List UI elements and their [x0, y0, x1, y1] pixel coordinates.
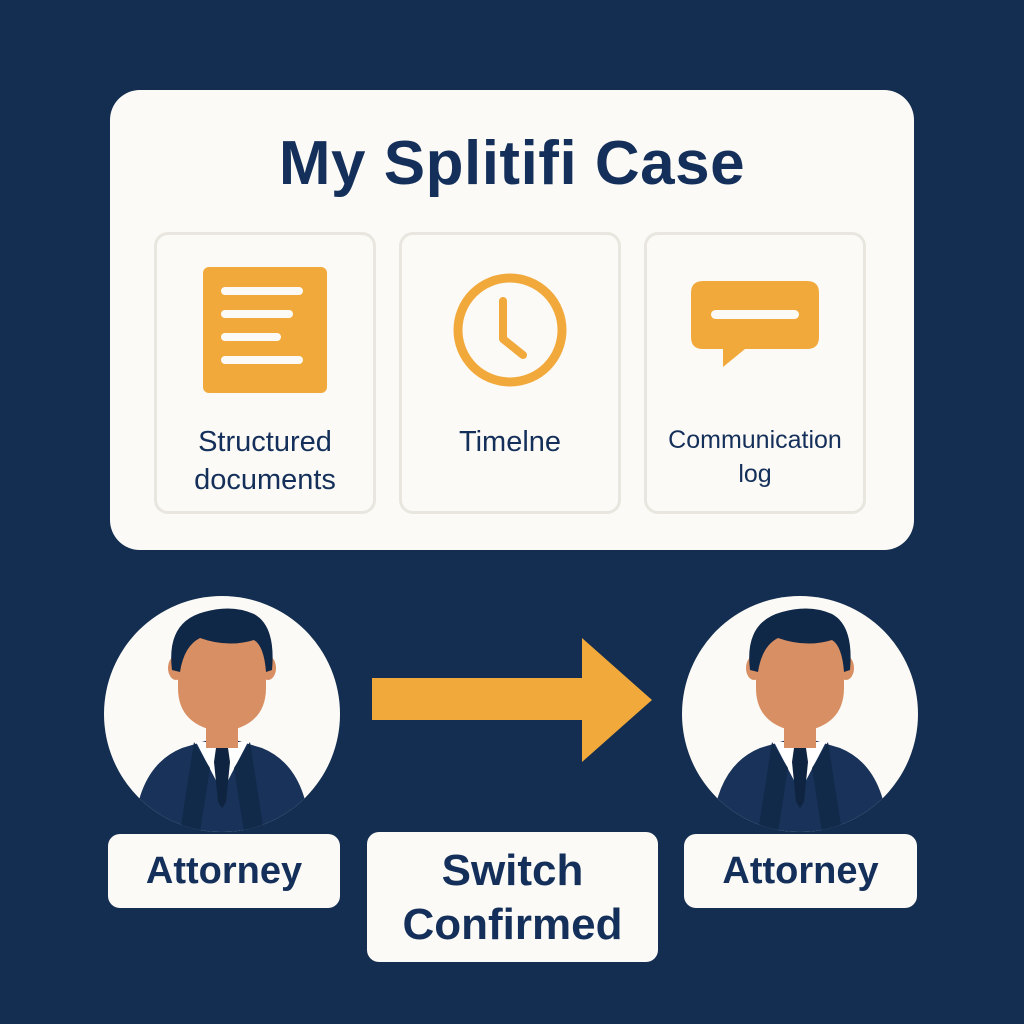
feature-structured-documents[interactable]: Structured documents	[154, 232, 376, 514]
attorney-avatar-from	[104, 596, 340, 832]
feature-communication-log[interactable]: Communication log	[644, 232, 866, 514]
attorney-label-to: Attorney	[684, 834, 917, 908]
status-line-1: Switch	[441, 846, 584, 895]
feature-label: Communication log	[668, 426, 842, 488]
switch-confirmed-badge: Switch Confirmed	[367, 832, 658, 962]
feature-label: Timelne	[458, 426, 562, 458]
status-line-2: Confirmed	[402, 900, 623, 949]
clock-icon	[402, 265, 618, 395]
attorney-avatar-to	[682, 596, 918, 832]
arrow-right-icon	[370, 636, 655, 769]
feature-timeline[interactable]: Timelne	[399, 232, 621, 514]
attorney-label-from: Attorney	[108, 834, 340, 908]
chat-bubble-icon	[647, 265, 863, 395]
document-icon	[157, 265, 373, 395]
feature-label: Structured documents	[194, 426, 336, 496]
case-title: My Splitifi Case	[278, 129, 746, 198]
